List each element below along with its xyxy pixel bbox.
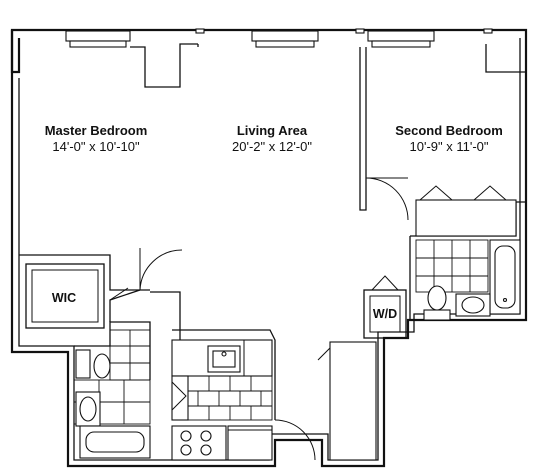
second-bedroom-name: Second Bedroom bbox=[395, 123, 503, 138]
master-bedroom-name: Master Bedroom bbox=[45, 123, 148, 138]
exterior-walls bbox=[10, 28, 528, 468]
wic-label: WIC bbox=[52, 291, 76, 305]
second-bedroom-dims: 10'-9" x 11'-0" bbox=[410, 139, 489, 154]
bathroom-2 bbox=[415, 239, 521, 321]
bathroom-1 bbox=[73, 329, 151, 459]
room-master-bedroom: Master Bedroom 14'-0" x 10'-10" bbox=[45, 123, 148, 154]
living-area-name: Living Area bbox=[237, 123, 308, 138]
interior-walls bbox=[19, 43, 526, 461]
room-living-area: Living Area 20'-2" x 12'-0" bbox=[232, 123, 312, 154]
wd-label: W/D bbox=[373, 307, 397, 321]
living-area-dims: 20'-2" x 12'-0" bbox=[232, 139, 312, 154]
room-second-bedroom: Second Bedroom 10'-9" x 11'-0" bbox=[395, 123, 503, 154]
kitchen bbox=[171, 339, 273, 461]
master-bedroom-dims: 14'-0" x 10'-10" bbox=[52, 139, 140, 154]
windows bbox=[65, 28, 493, 48]
